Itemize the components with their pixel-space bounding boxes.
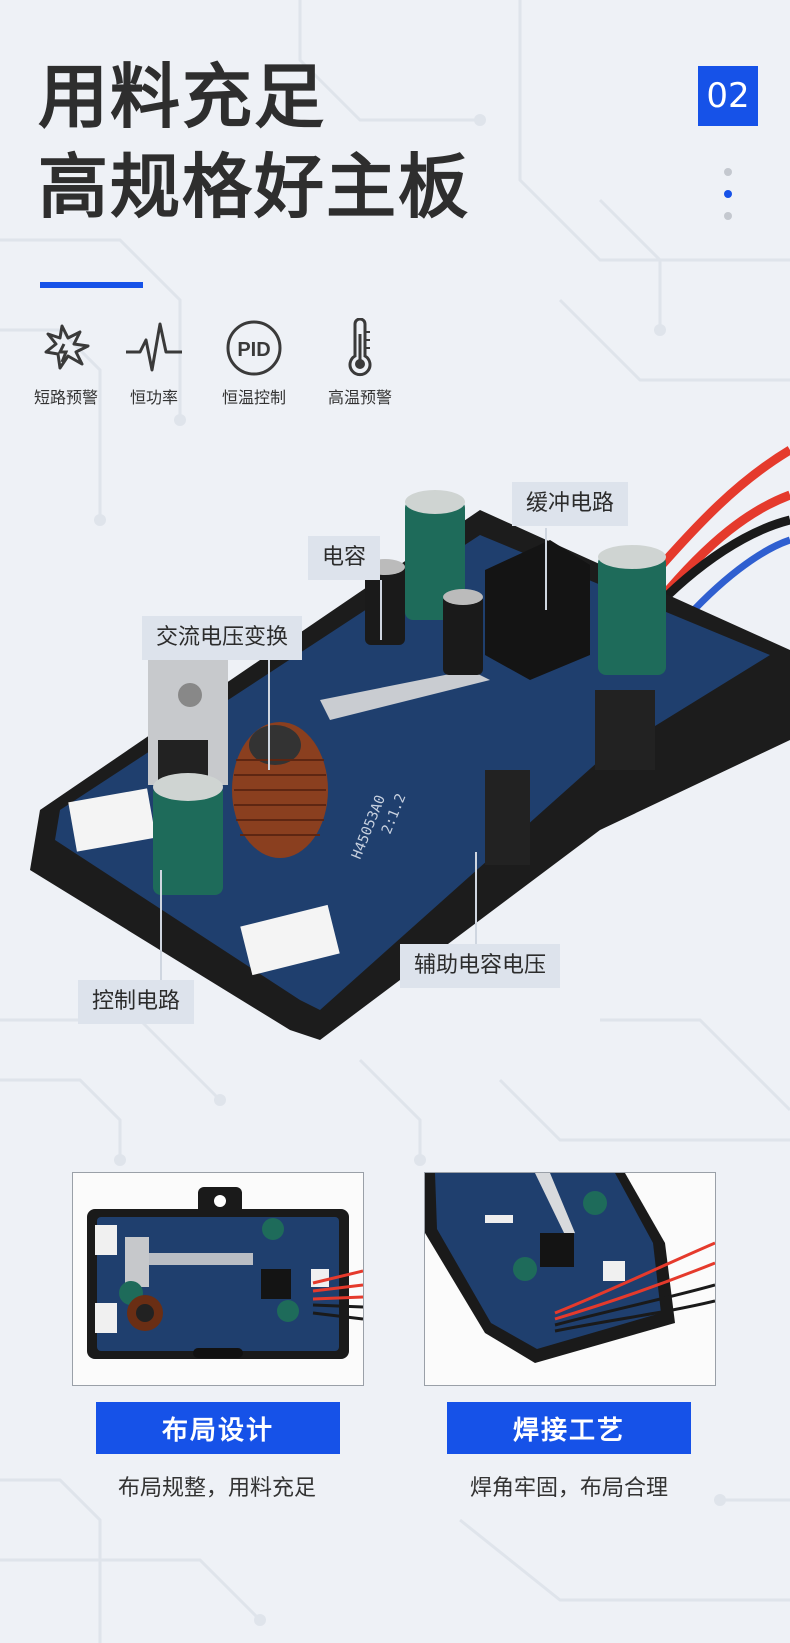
- feature-pid-control: PID 恒温控制: [204, 318, 304, 408]
- layout-design-photo: [72, 1172, 364, 1386]
- feature-label: 恒功率: [129, 388, 178, 407]
- callout-ac-voltage-conversion: 交流电压变换: [142, 616, 303, 660]
- layout-design-desc: 布局规整，用料充足: [117, 1476, 316, 1501]
- leader-capacitor: [380, 580, 382, 640]
- title-underline: [40, 282, 143, 288]
- welding-process-desc: 焊角牢固，布局合理: [469, 1476, 668, 1501]
- feature-high-temp-warning: 高温预警: [310, 318, 410, 408]
- short-circuit-icon: [44, 324, 90, 370]
- pager-dot-3[interactable]: [724, 212, 732, 220]
- feature-label: 恒温控制: [221, 388, 286, 407]
- pager-dot-1[interactable]: [724, 168, 732, 176]
- leader-aux-capacitor: [475, 852, 477, 948]
- section-number-badge: 02: [698, 66, 758, 126]
- feature-constant-power: 恒功率: [104, 318, 204, 408]
- leader-ac-voltage: [268, 660, 270, 770]
- pcb-board-image: H45053A0 2:1.2: [30, 446, 790, 1040]
- callout-aux-capacitor-voltage: 辅助电容电压: [400, 944, 561, 988]
- welding-process-photo: [424, 1172, 716, 1386]
- leader-buffer-circuit: [545, 528, 547, 610]
- svg-text:PID: PID: [237, 339, 270, 361]
- feature-label: 短路预警: [33, 388, 98, 407]
- thermometer-icon: [348, 318, 372, 377]
- leader-control-circuit: [160, 870, 162, 982]
- pager-dot-2-active[interactable]: [724, 190, 732, 198]
- pid-icon: PID: [226, 320, 282, 376]
- callout-control-circuit: 控制电路: [78, 980, 195, 1024]
- feature-label: 高温预警: [327, 388, 392, 407]
- feature-short-circuit: 短路预警: [16, 318, 116, 408]
- callout-buffer-circuit: 缓冲电路: [512, 482, 629, 526]
- layout-design-title: 布局设计: [96, 1402, 340, 1454]
- welding-process-title: 焊接工艺: [447, 1402, 691, 1454]
- callout-capacitor: 电容: [308, 536, 381, 580]
- pulse-icon: [126, 322, 182, 372]
- page-title-line2: 高规格好主板: [38, 146, 470, 228]
- page-title-line1: 用料充足: [38, 56, 326, 138]
